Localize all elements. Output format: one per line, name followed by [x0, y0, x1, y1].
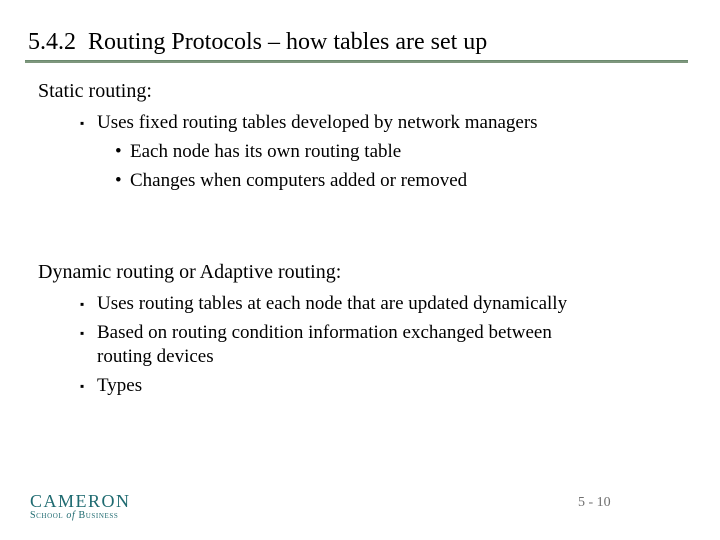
bullet-list-dynamic: ▪ Uses routing tables at each node that … [38, 292, 596, 398]
square-bullet-icon: ▪ [80, 326, 85, 340]
round-bullet-icon: • [115, 141, 122, 162]
bullet-list-static: ▪ Uses fixed routing tables developed by… [38, 111, 596, 193]
bullet-item: ▪ Based on routing condition information… [38, 321, 596, 369]
square-bullet-icon: ▪ [80, 297, 85, 311]
bullet-text: Each node has its own routing table [130, 141, 402, 162]
bullet-text: Uses fixed routing tables developed by n… [97, 112, 538, 133]
section-heading-dynamic: Dynamic routing or Adaptive routing: [38, 261, 342, 283]
bullet-text: Changes when computers added or removed [130, 170, 468, 191]
square-bullet-icon: ▪ [80, 116, 85, 130]
logo-wordmark: CAMERON [30, 491, 131, 511]
title-underline [25, 60, 688, 63]
bullet-text: Uses routing tables at each node that ar… [97, 293, 568, 314]
section-dynamic-routing: Dynamic routing or Adaptive routing: ▪ U… [38, 259, 688, 403]
bullet-text: Based on routing condition information e… [97, 322, 552, 367]
bullet-item: • Changes when computers added or remove… [38, 169, 596, 193]
square-bullet-icon: ▪ [80, 379, 85, 393]
bullet-item: ▪ Types [38, 374, 596, 398]
logo-subtitle-business: Business [78, 510, 119, 521]
bullet-item: ▪ Uses fixed routing tables developed by… [38, 111, 596, 135]
round-bullet-icon: • [115, 170, 122, 191]
section-heading-static: Static routing: [38, 80, 152, 102]
bullet-item: ▪ Uses routing tables at each node that … [38, 292, 596, 316]
logo-subtitle: School of Business [30, 511, 131, 521]
logo-subtitle-of: of [66, 510, 76, 521]
slide-title: 5.4.2 Routing Protocols – how tables are… [28, 29, 488, 55]
bullet-item: • Each node has its own routing table [38, 140, 596, 164]
logo-subtitle-school: School [30, 510, 64, 521]
section-static-routing: Static routing: ▪ Uses fixed routing tab… [38, 78, 688, 198]
cameron-school-of-business-logo: CAMERON School of Business [30, 491, 131, 521]
page-number: 5 - 10 [578, 495, 611, 510]
bullet-text: Types [97, 375, 143, 396]
